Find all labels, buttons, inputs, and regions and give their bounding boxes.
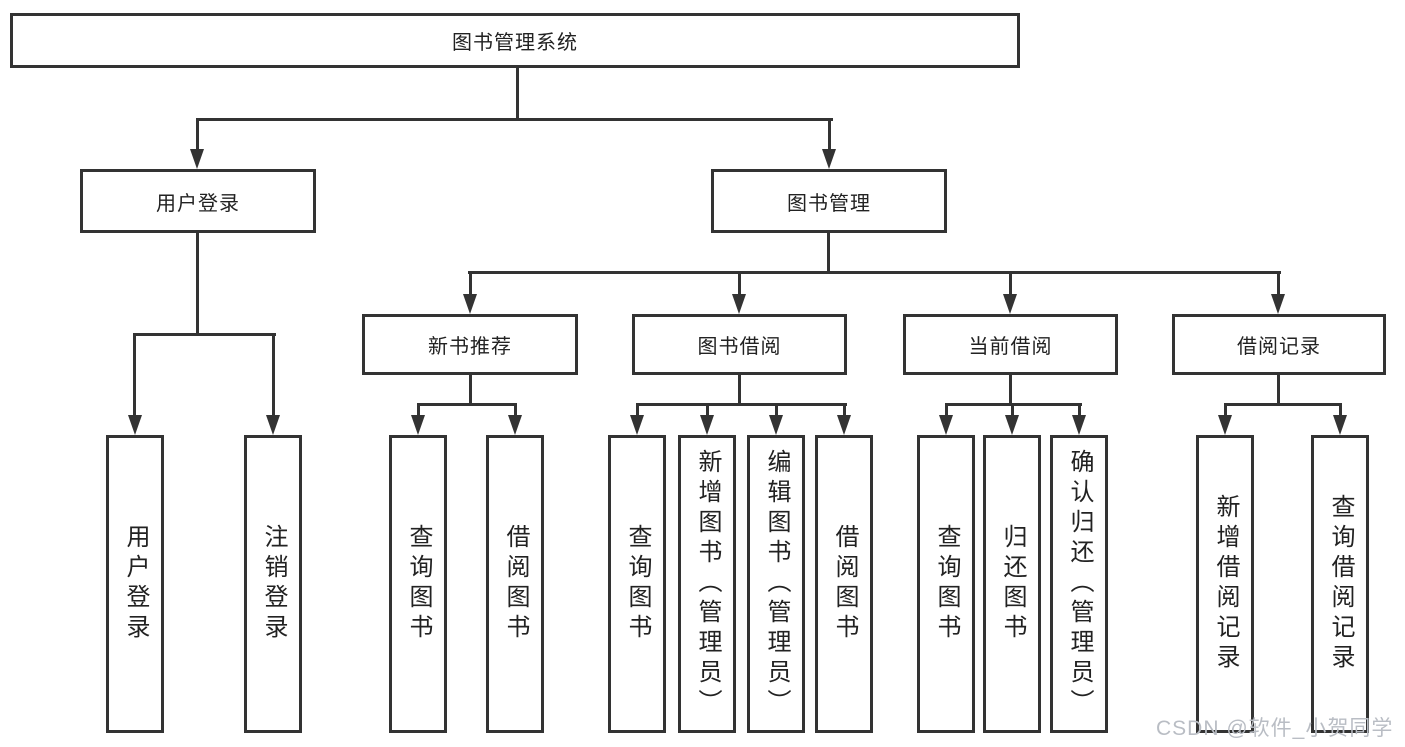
connector-line [945, 403, 948, 417]
connector-line [828, 118, 831, 151]
leaf-return-books: 归还图书 [983, 435, 1041, 733]
node-label: 注销登录 [260, 524, 287, 644]
arrow-down-icon [463, 294, 477, 314]
connector-line [417, 403, 517, 406]
connector-line [1277, 375, 1280, 405]
connector-line [636, 403, 847, 406]
leaf-query-books-current: 查询图书 [917, 435, 975, 733]
node-label: 图书管理系统 [452, 32, 578, 54]
arrow-down-icon [508, 415, 522, 435]
node-user-login: 用户登录 [80, 169, 316, 233]
leaf-confirm-return-admin: 确认归还（管理员） [1050, 435, 1108, 733]
node-label: 借阅图书 [831, 524, 858, 644]
leaf-user-login: 用户登录 [106, 435, 164, 733]
node-current-borrowing: 当前借阅 [903, 314, 1118, 375]
connector-line [775, 403, 778, 417]
arrow-down-icon [837, 415, 851, 435]
connector-line [468, 271, 1281, 274]
connector-line [133, 333, 276, 336]
node-label: 新书推荐 [428, 336, 512, 358]
node-label: 查询图书 [405, 524, 432, 644]
connector-line [417, 403, 420, 417]
node-borrowing-records: 借阅记录 [1172, 314, 1386, 375]
connector-line [636, 403, 639, 417]
node-label: 确认归还（管理员） [1066, 449, 1093, 719]
connector-line [1224, 403, 1227, 417]
node-label: 图书借阅 [697, 336, 782, 358]
leaf-add-books-admin: 新增图书（管理员） [678, 435, 736, 733]
node-label: 新增图书（管理员） [694, 449, 721, 719]
connector-line [469, 271, 472, 296]
arrow-down-icon [769, 415, 783, 435]
csdn-watermark: CSDN @软件_小贺同学 [1156, 717, 1394, 740]
leaf-borrow-books-borrowing: 借阅图书 [815, 435, 873, 733]
connector-line [1011, 403, 1014, 417]
arrow-down-icon [1072, 415, 1086, 435]
leaf-query-books-borrowing: 查询图书 [608, 435, 666, 733]
arrow-down-icon [266, 415, 280, 435]
arrow-down-icon [630, 415, 644, 435]
connector-line [516, 68, 519, 120]
leaf-borrow-books-recommend: 借阅图书 [486, 435, 544, 733]
arrow-down-icon [939, 415, 953, 435]
node-label: 用户登录 [156, 192, 240, 215]
connector-line [1277, 271, 1280, 296]
connector-line [514, 403, 517, 417]
connector-line [133, 333, 136, 417]
connector-line [196, 118, 833, 121]
connector-line [196, 118, 199, 151]
arrow-down-icon [822, 149, 836, 169]
connector-line [469, 375, 472, 405]
leaf-edit-books-admin: 编辑图书（管理员） [747, 435, 805, 733]
leaf-query-books-recommend: 查询图书 [389, 435, 447, 733]
node-new-book-recommendation: 新书推荐 [362, 314, 578, 375]
arrow-down-icon [1333, 415, 1347, 435]
leaf-logout: 注销登录 [244, 435, 302, 733]
connector-line [1078, 403, 1081, 417]
connector-line [1009, 271, 1012, 296]
node-label: 查询借阅记录 [1327, 494, 1354, 674]
connector-line [738, 271, 741, 296]
node-label: 借阅图书 [502, 524, 529, 644]
node-label: 当前借阅 [968, 336, 1053, 358]
connector-line [196, 233, 199, 335]
connector-line [1009, 375, 1012, 405]
connector-line [827, 233, 830, 273]
node-book-borrowing: 图书借阅 [632, 314, 847, 375]
node-book-management: 图书管理 [711, 169, 947, 233]
connector-line [738, 375, 741, 405]
arrow-down-icon [411, 415, 425, 435]
arrow-down-icon [700, 415, 714, 435]
connector-line [1224, 403, 1342, 406]
arrow-down-icon [190, 149, 204, 169]
node-label: 查询图书 [624, 524, 651, 644]
arrow-down-icon [1218, 415, 1232, 435]
arrow-down-icon [1005, 415, 1019, 435]
node-label: 新增借阅记录 [1212, 494, 1239, 674]
node-label: 归还图书 [999, 524, 1026, 644]
arrow-down-icon [1003, 294, 1017, 314]
connector-line [272, 333, 275, 417]
connector-line [706, 403, 709, 417]
arrow-down-icon [732, 294, 746, 314]
node-label: 查询图书 [933, 524, 960, 644]
arrow-down-icon [128, 415, 142, 435]
leaf-add-borrow-record: 新增借阅记录 [1196, 435, 1254, 733]
node-label: 借阅记录 [1237, 336, 1321, 358]
node-label: 用户登录 [122, 524, 149, 644]
connector-line [843, 403, 846, 417]
node-label: 编辑图书（管理员） [763, 449, 790, 719]
connector-line [1339, 403, 1342, 417]
leaf-query-borrow-record: 查询借阅记录 [1311, 435, 1369, 733]
arrow-down-icon [1271, 294, 1285, 314]
node-label: 图书管理 [787, 192, 871, 215]
node-library-management-system: 图书管理系统 [10, 13, 1020, 68]
